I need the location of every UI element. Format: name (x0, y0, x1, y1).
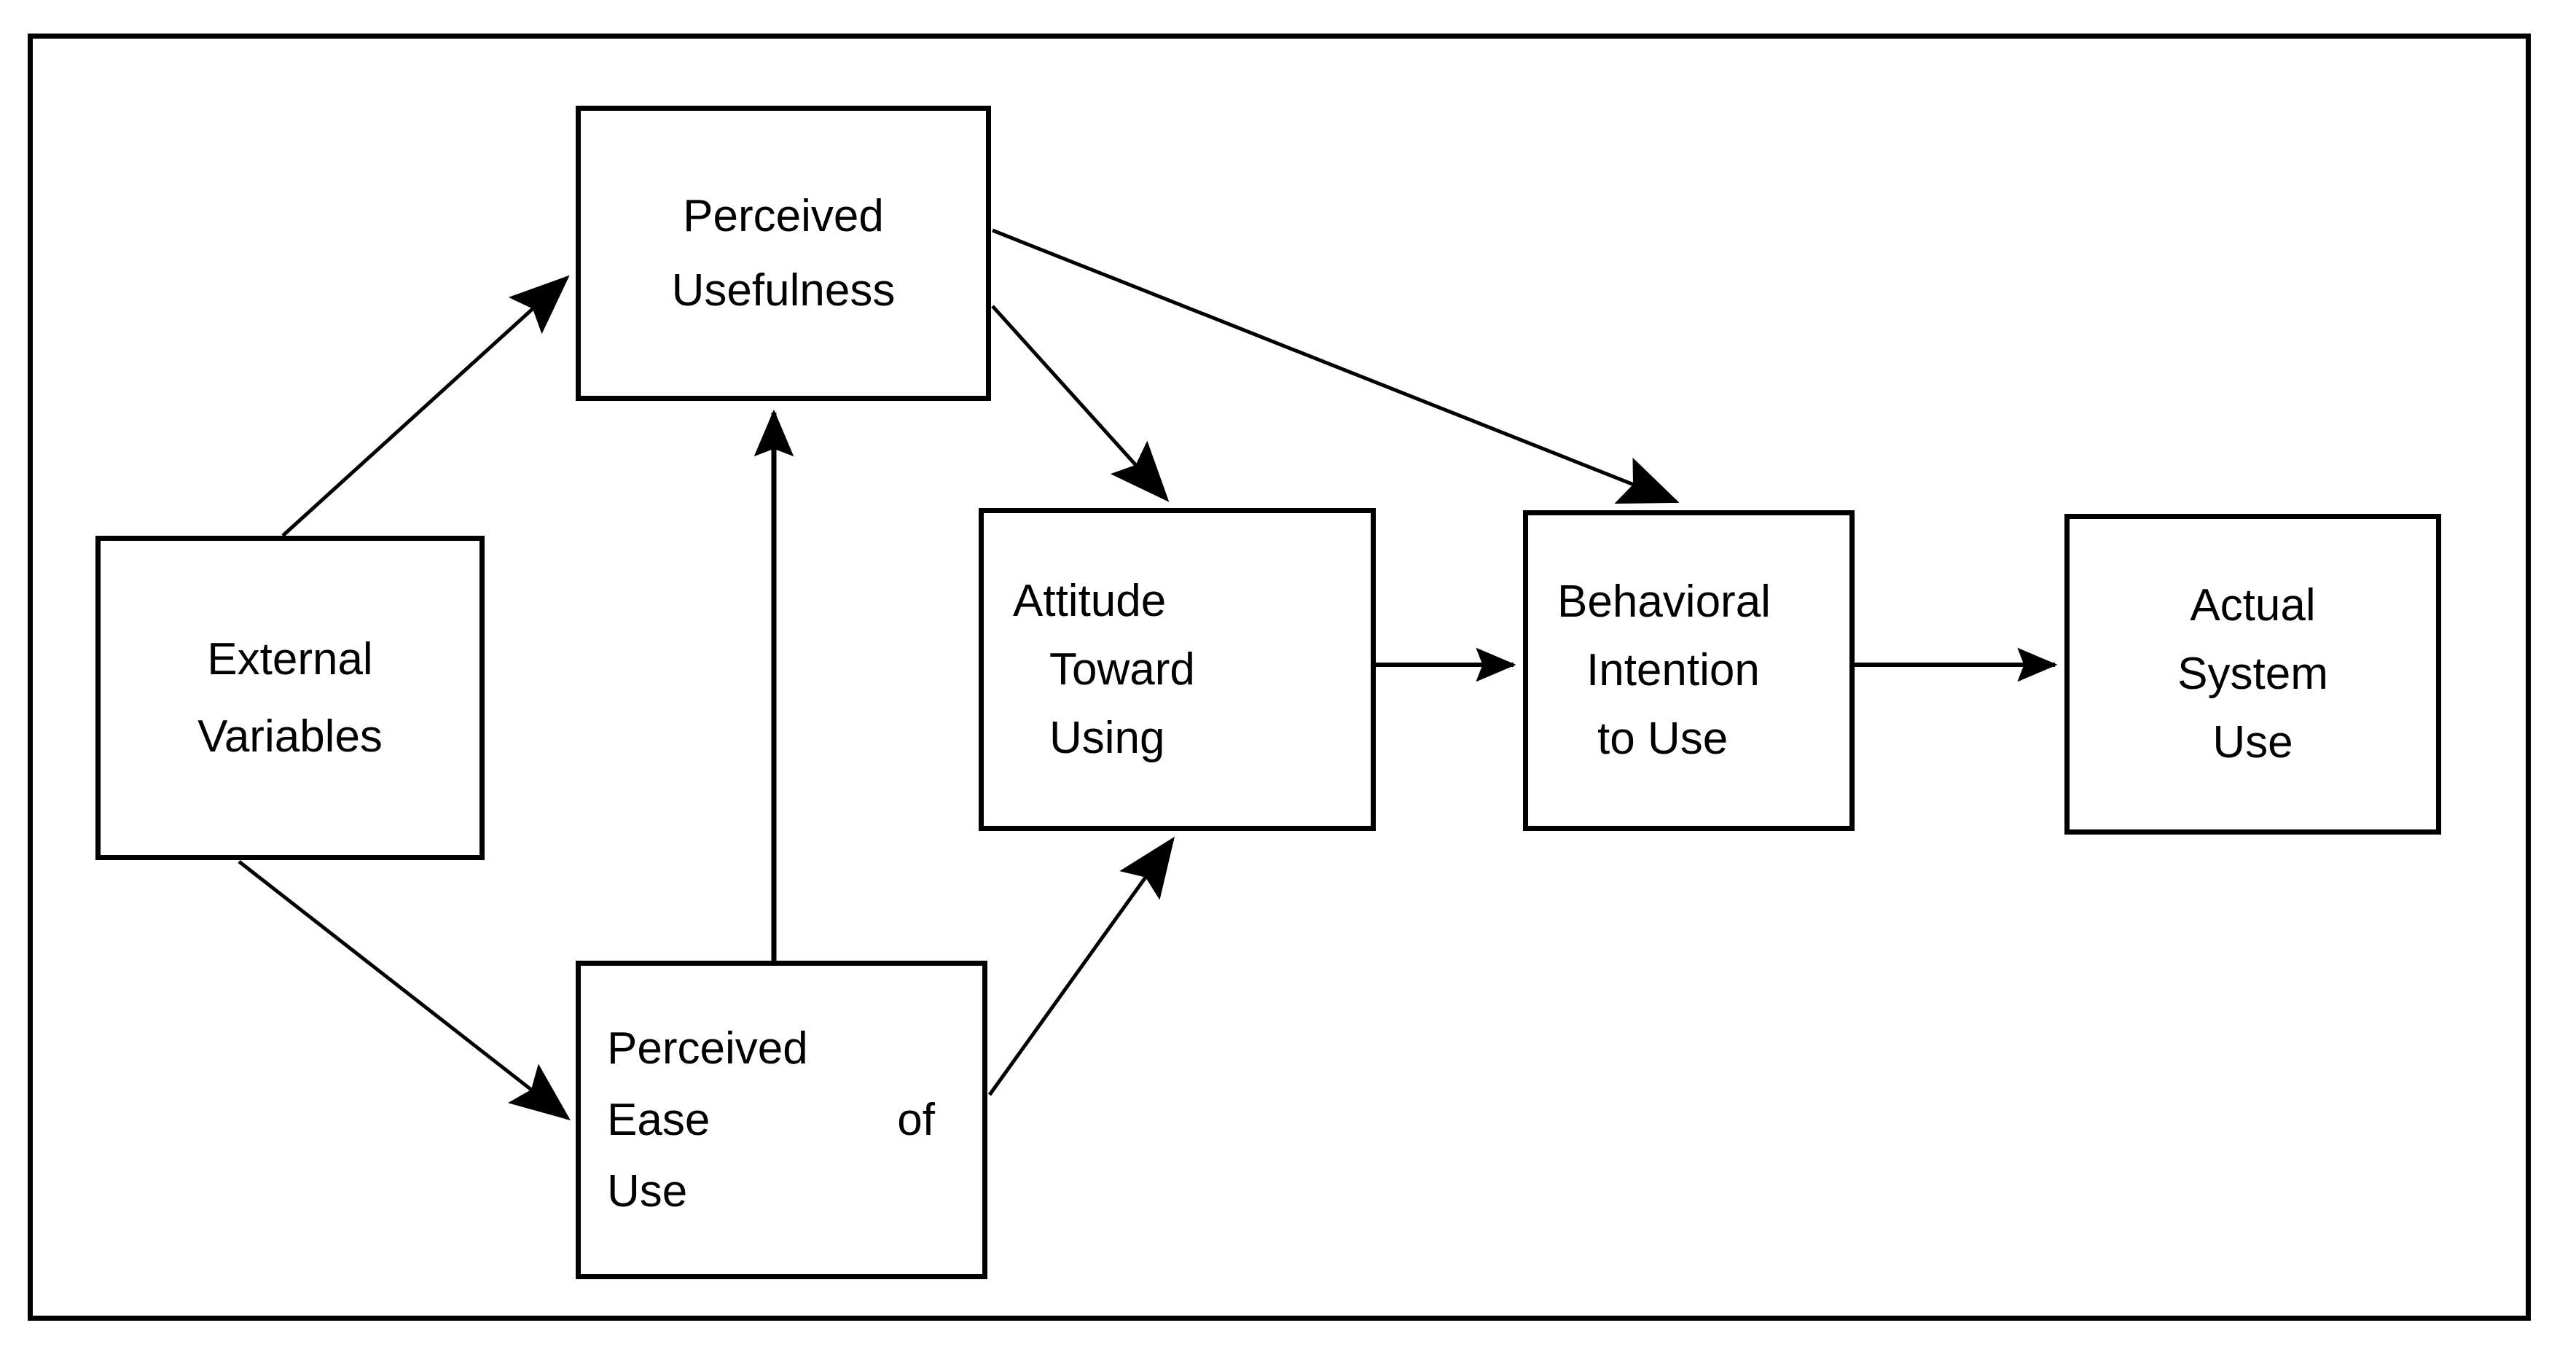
node-label-line: Behavioral (1557, 577, 1771, 627)
node-label-line: Perceived (683, 190, 884, 241)
edge-external-to-ease (238, 860, 571, 1121)
edge-external-to-usefulness (281, 275, 570, 537)
node-label-line: to Use (1597, 714, 1729, 764)
node-actual-system-use[interactable]: Actual System Use (2064, 514, 2441, 835)
node-label-line: Perceived (607, 1023, 808, 1074)
edge-ease-to-attitude (987, 836, 1175, 1096)
edge-usefulness-to-intention (992, 228, 1680, 504)
node-label-line: Intention (1586, 645, 1760, 695)
node-label-line-justified: Ease of (607, 1094, 935, 1145)
node-label-line: Use (607, 1165, 688, 1217)
node-perceived-ease-of-use[interactable]: Perceived Ease of Use (576, 961, 987, 1279)
node-label-line: External (207, 633, 373, 684)
node-label-word: Ease (607, 1094, 710, 1145)
node-label-line: Variables (197, 711, 383, 762)
node-label-word: of (897, 1094, 935, 1145)
node-label-line: Using (1049, 712, 1165, 763)
edge-usefulness-to-attitude (991, 305, 1170, 502)
node-label-line: System (2177, 649, 2328, 699)
node-label-line: Actual (2190, 580, 2316, 630)
node-label-line: Usefulness (671, 265, 896, 316)
node-label-line: Toward (1049, 644, 1195, 695)
node-external-variables[interactable]: External Variables (95, 536, 485, 860)
node-behavioral-intention-to-use[interactable]: Behavioral Intention to Use (1523, 510, 1855, 831)
node-label-line: Attitude (1013, 575, 1167, 626)
node-label-line: Use (2212, 717, 2293, 768)
node-attitude-toward-using[interactable]: Attitude Toward Using (979, 508, 1376, 831)
outer-frame (28, 34, 2531, 1321)
node-perceived-usefulness[interactable]: Perceived Usefulness (576, 106, 991, 401)
